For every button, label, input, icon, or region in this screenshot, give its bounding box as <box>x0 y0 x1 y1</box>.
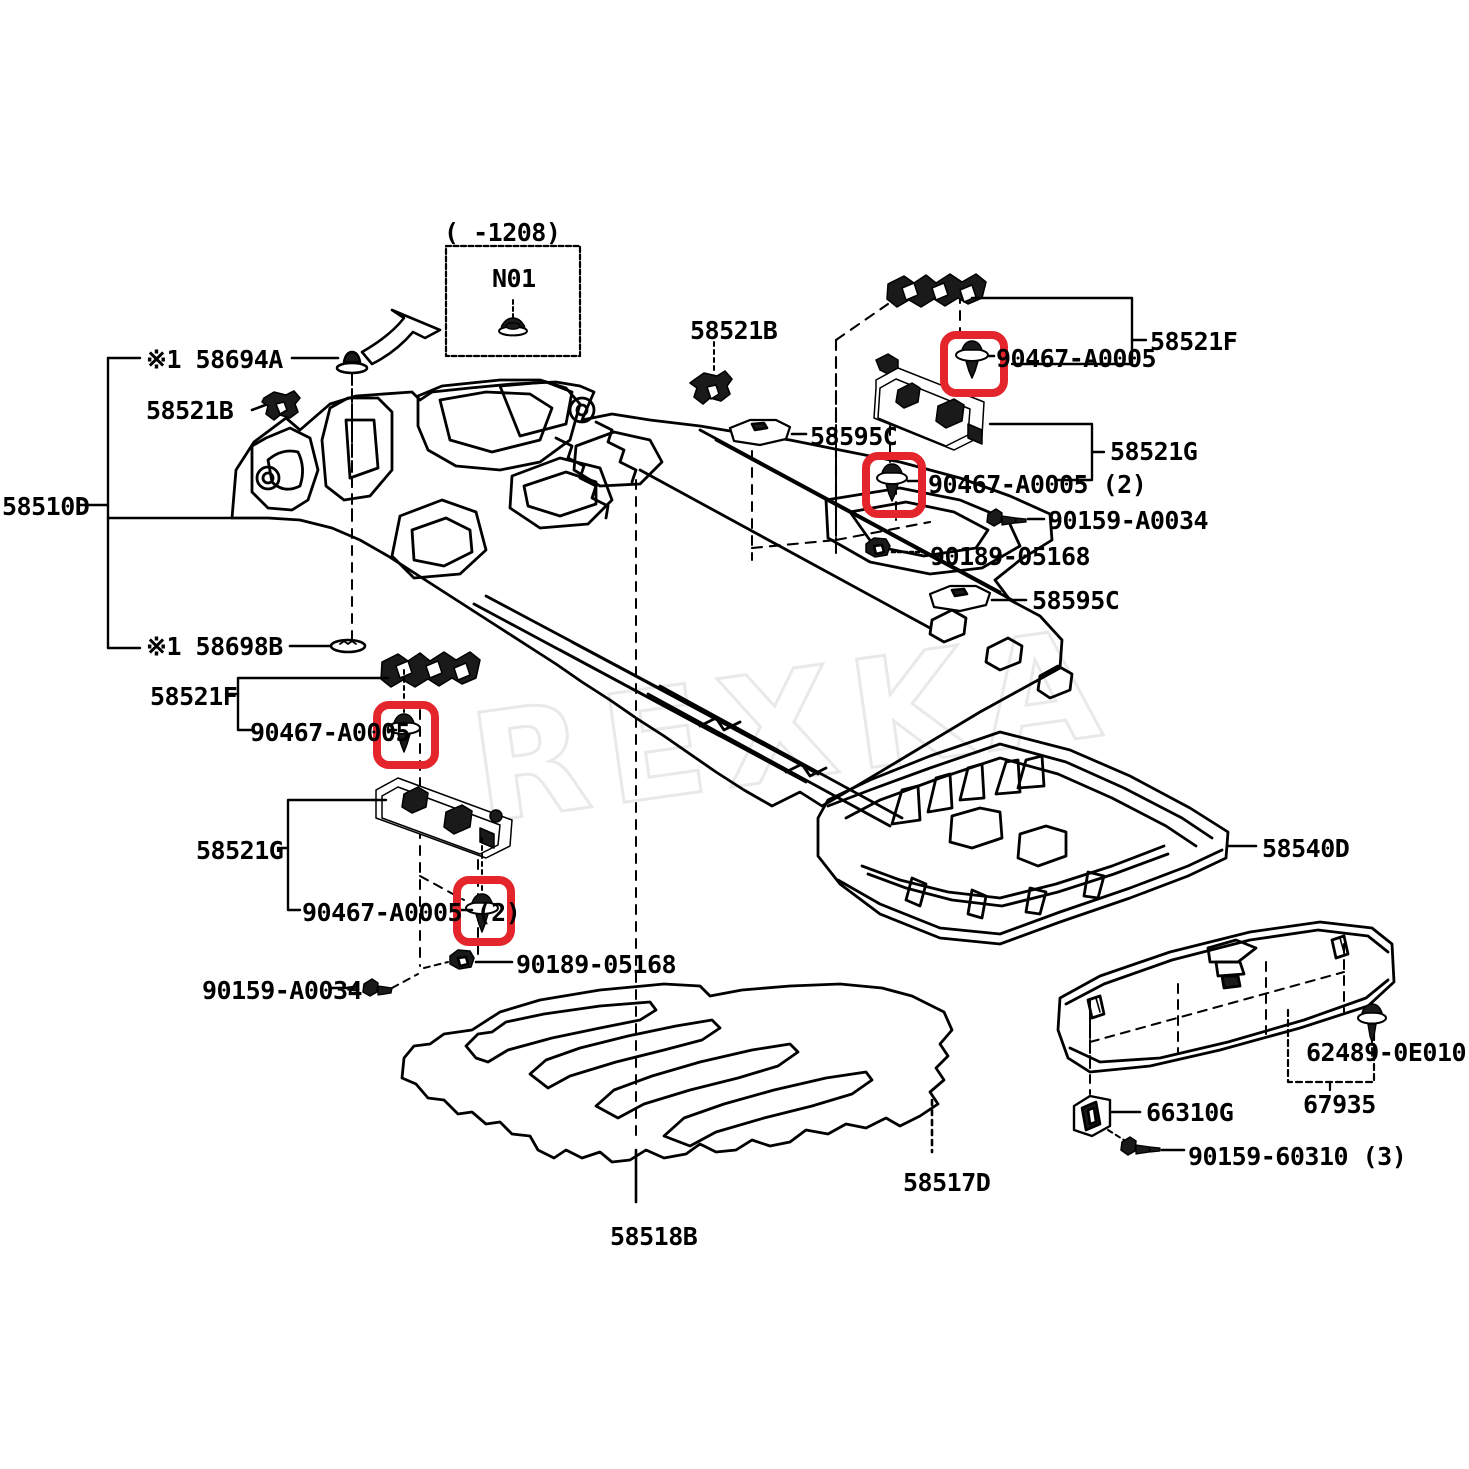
label-58698b: ※1 58698B <box>146 632 283 661</box>
label-90159-60310: 90159-60310 (3) <box>1188 1142 1407 1171</box>
part-67935-panel <box>1056 920 1396 1074</box>
part-90159-a0034-left <box>347 978 393 997</box>
leader-58521f-right <box>970 296 1148 366</box>
bracket-58510d <box>76 356 234 650</box>
part-90159-a0034-right <box>986 508 1027 527</box>
label-58521b-left: 58521B <box>146 396 234 425</box>
label-58521b-center: 58521B <box>690 316 778 345</box>
label-58521f-right: 58521F <box>1150 327 1238 356</box>
part-62489-0e010 <box>1357 1003 1387 1057</box>
part-58521b-center <box>689 370 733 405</box>
part-58510d-floor-carpet <box>230 378 1074 828</box>
part-58518b-58517d-mat <box>400 982 954 1164</box>
part-58521g-left <box>375 777 513 859</box>
label-58517d: 58517D <box>903 1168 991 1197</box>
label-58521g-right: 58521G <box>1110 437 1198 466</box>
note-code-n01: N01 <box>492 264 536 293</box>
label-90159-a0034-right: 90159-A0034 <box>1048 506 1209 535</box>
label-66310g: 66310G <box>1146 1098 1234 1127</box>
part-90159-60310 <box>1120 1136 1161 1156</box>
part-58698b <box>329 638 367 654</box>
label-58518b: 58518B <box>610 1222 698 1251</box>
part-90467-a0005-mid-right <box>876 463 908 502</box>
part-90189-05168-right <box>865 537 891 558</box>
note-range-label: ( -1208) <box>444 218 561 247</box>
callout-arrow <box>360 308 442 366</box>
label-58521g-left: 58521G <box>196 836 284 865</box>
label-58595c-lower: 58595C <box>1032 586 1120 615</box>
label-58694a: ※1 58694A <box>146 345 283 374</box>
part-66310g <box>1072 1094 1112 1138</box>
label-90467-left-2: 90467-A0005 (2) <box>302 898 521 927</box>
label-90467-right-2: 90467-A0005 (2) <box>928 470 1147 499</box>
part-90467-a0005-top-right <box>955 340 989 379</box>
label-58521f-left: 58521F <box>150 682 238 711</box>
label-58510d: 58510D <box>2 492 90 521</box>
part-58595c-lower <box>928 584 992 613</box>
leader-67935 <box>1286 1008 1376 1092</box>
label-62489: 62489-0E010 (6) <box>1306 1038 1469 1067</box>
label-58595c-upper: 58595C <box>810 422 898 451</box>
label-67935: 67935 <box>1303 1090 1376 1119</box>
label-90189-05168-left: 90189-05168 <box>516 950 677 979</box>
leader-58521g-right <box>988 422 1106 482</box>
part-58521b-left <box>261 390 301 421</box>
leader-58521f-left <box>224 676 390 732</box>
label-58540d: 58540D <box>1262 834 1350 863</box>
part-58540d-rear-tray <box>816 730 1230 946</box>
label-90467-left-1: 90467-A0005 <box>250 718 411 747</box>
note-box-n01 <box>444 244 582 358</box>
part-58521f-left <box>380 651 481 688</box>
assembly-dash-outline <box>750 302 932 550</box>
part-58595c-upper <box>728 418 792 447</box>
leader-58521g-left <box>276 798 388 912</box>
part-58521f-right <box>886 273 987 308</box>
part-58521g-right <box>873 353 985 451</box>
label-90159-a0034-left: 90159-A0034 <box>202 976 363 1005</box>
label-90467-right-1: 90467-A0005 <box>996 344 1157 373</box>
label-90189-05168-right: 90189-05168 <box>930 542 1091 571</box>
part-90189-05168-left <box>449 949 475 970</box>
